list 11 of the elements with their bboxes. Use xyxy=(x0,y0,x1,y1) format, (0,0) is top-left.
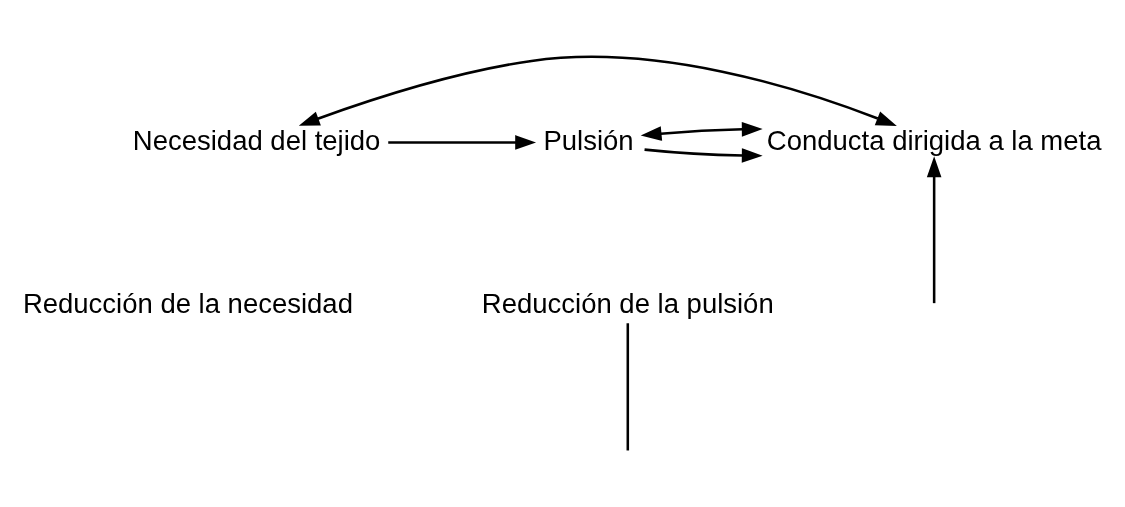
arrow xyxy=(644,147,763,163)
arrow xyxy=(388,134,537,150)
node-text: Reducción de la pulsión xyxy=(481,287,774,319)
node-text: Conducta dirigida a la meta xyxy=(766,124,1102,156)
arrow xyxy=(640,121,763,141)
connector xyxy=(626,322,630,450)
node-text: Reducción de la necesidad xyxy=(22,287,353,319)
node-text: Necesidad del tejido xyxy=(132,124,381,156)
arrow xyxy=(926,155,942,303)
arrow xyxy=(298,55,897,126)
node-text: Pulsión xyxy=(543,124,634,156)
